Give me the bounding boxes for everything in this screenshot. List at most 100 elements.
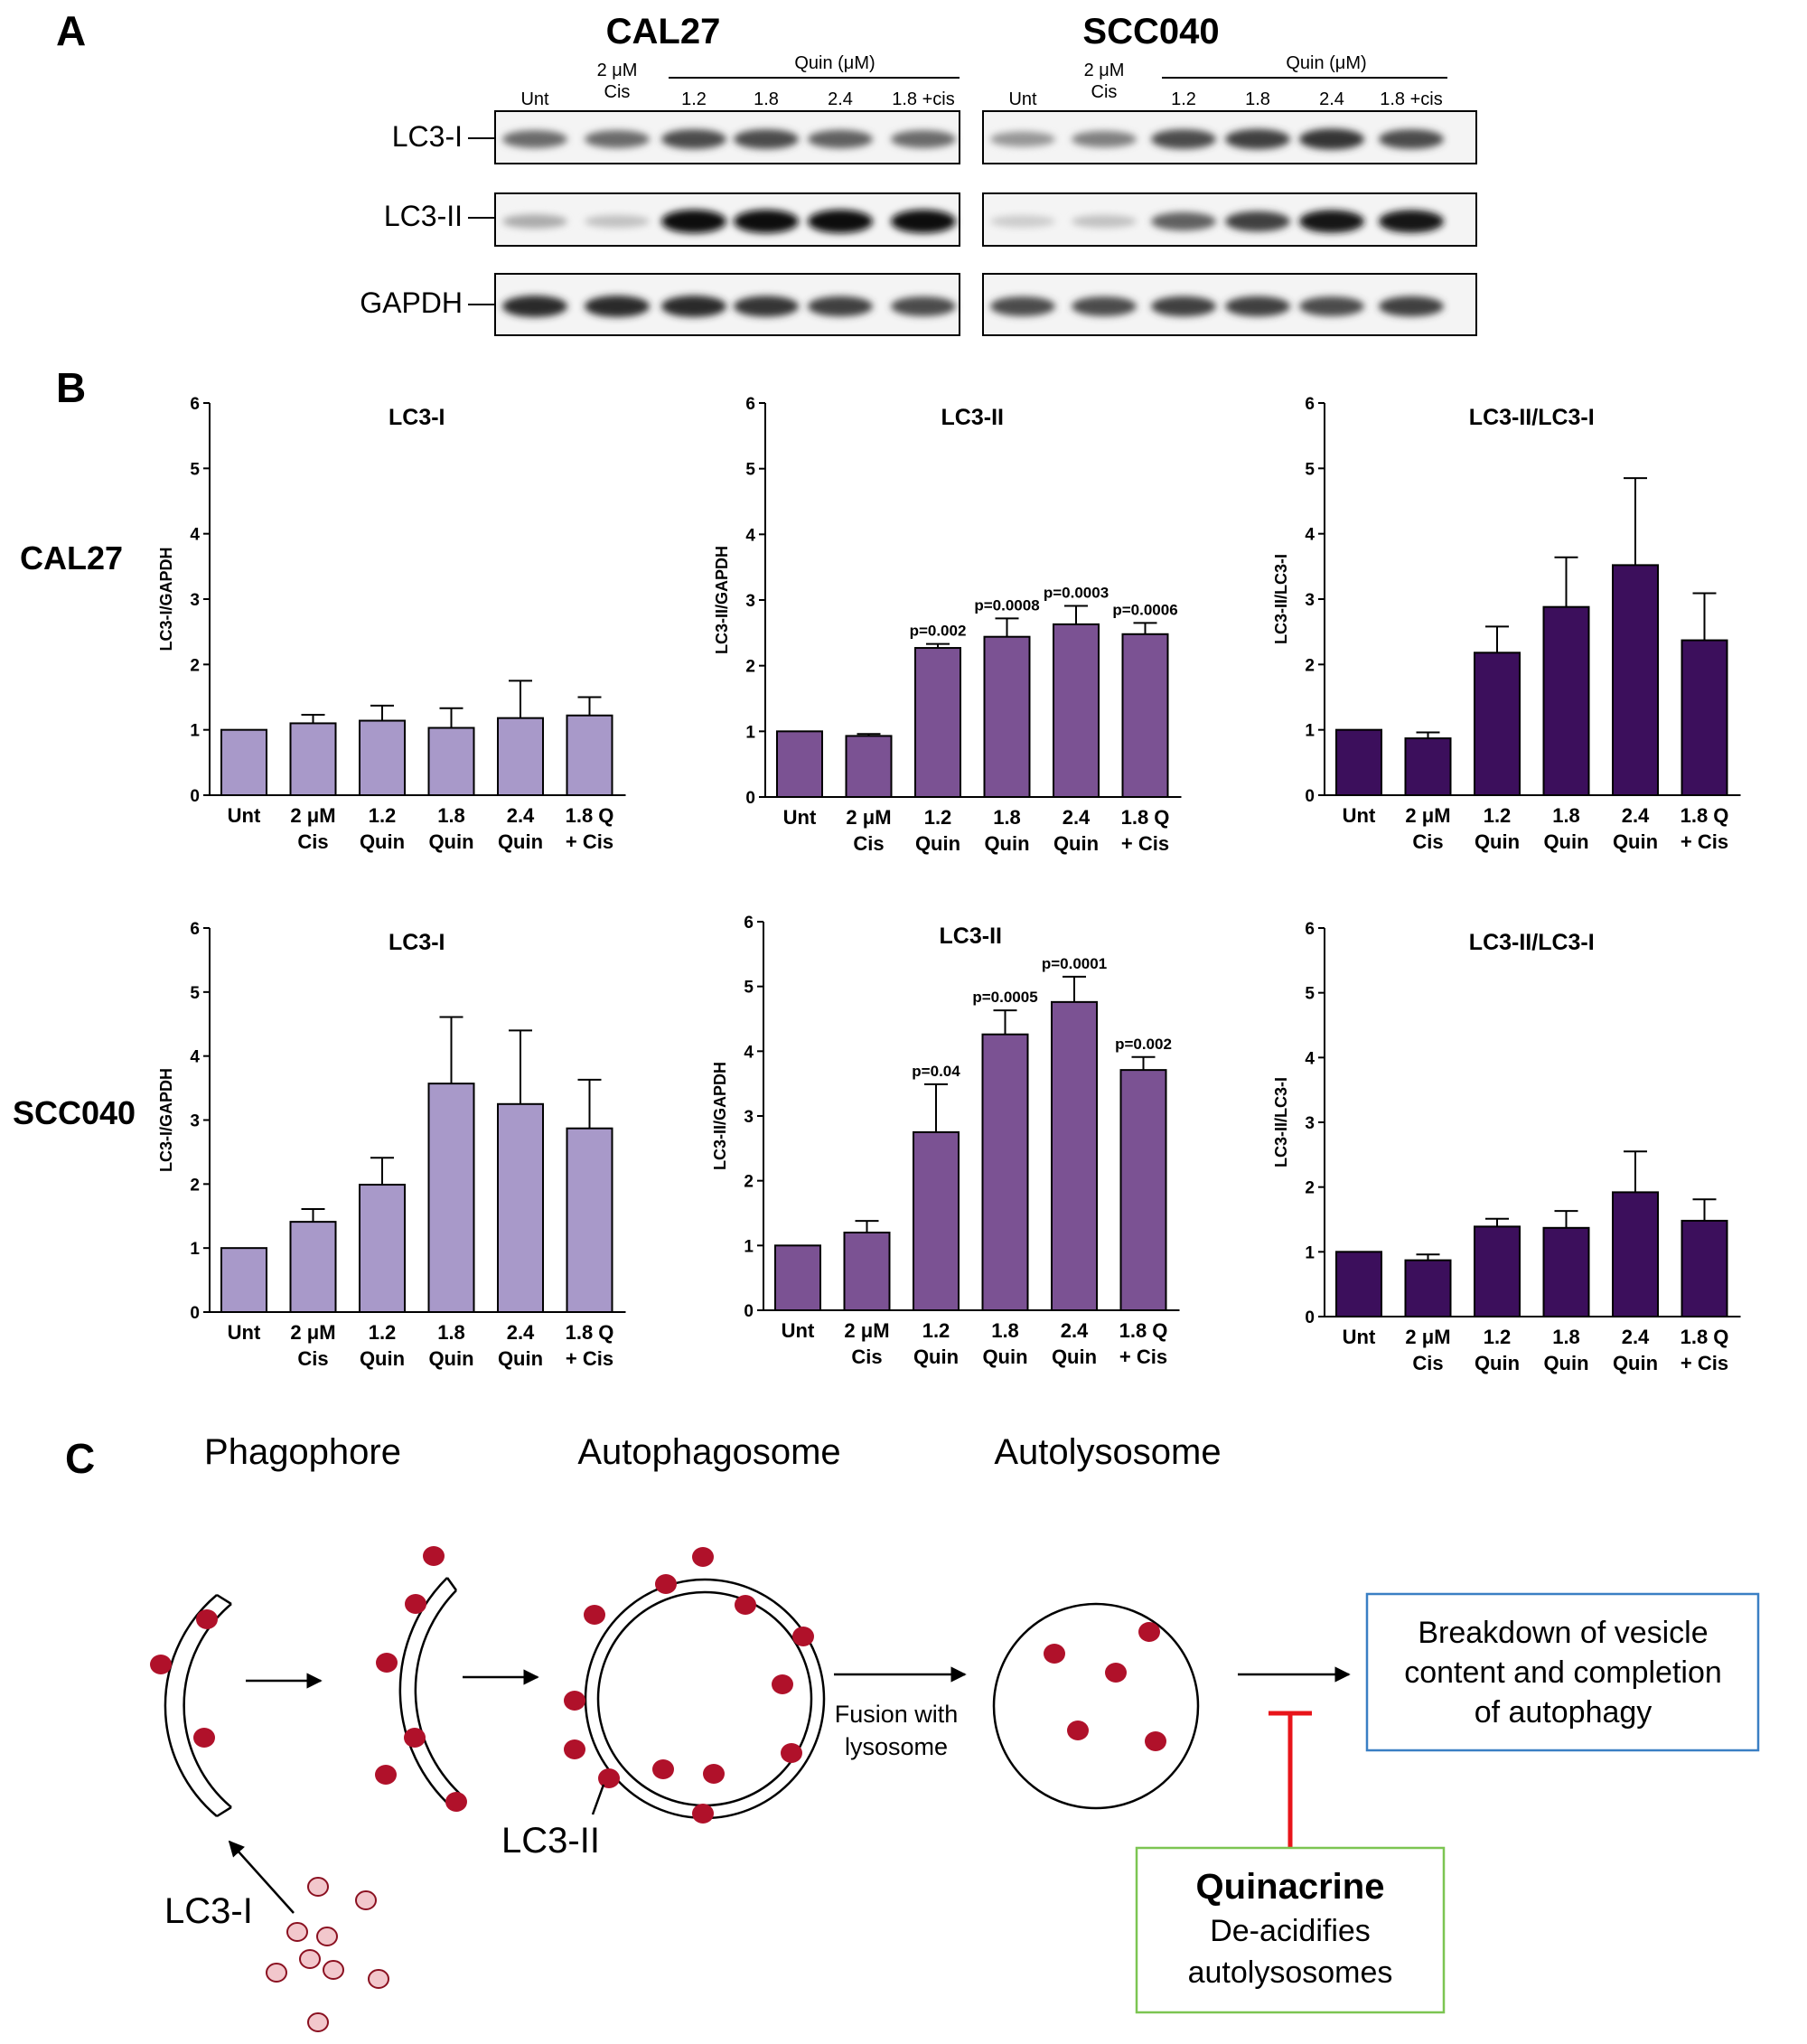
bar <box>1335 1251 1382 1318</box>
y-tick-label: 1 <box>745 723 755 742</box>
lc3ii-dot <box>375 1765 397 1785</box>
quinacrine-line1: De-acidifies <box>1210 1914 1371 1948</box>
y-tick-label: 0 <box>1305 787 1315 806</box>
category-label: 1.8 Q <box>566 804 614 827</box>
lane-label-cis-bottom: Cis <box>1091 82 1118 102</box>
lc3-conversion-arrow <box>228 1840 295 1914</box>
category-label: 1.2 <box>1484 1326 1512 1348</box>
y-axis-label: LC3-II/LC3-I <box>1272 554 1290 644</box>
blot-band <box>661 129 726 149</box>
bar <box>1053 623 1100 798</box>
category-label: + Cis <box>566 830 613 853</box>
category-label: 1.8 <box>437 804 465 827</box>
blot-band <box>661 295 726 317</box>
autolysosome <box>992 1602 1200 1810</box>
lc3ii-dot <box>772 1674 793 1694</box>
y-tick-label: 2 <box>1305 656 1315 675</box>
lc3ii-dot <box>652 1759 674 1779</box>
lc3ii-dot <box>405 1594 426 1614</box>
panel-a: A CAL27 SCC040 Unt 2 μM Cis Quin (μM) 1.… <box>56 7 1477 336</box>
blot-band <box>891 130 956 148</box>
blot-band <box>1379 295 1444 317</box>
lc3ii-dot <box>376 1653 398 1673</box>
y-tick-label: 3 <box>190 1112 200 1131</box>
blot-band <box>1299 210 1364 233</box>
bar <box>1119 1069 1167 1312</box>
lc3i-dot <box>299 1949 321 1969</box>
y-tick-label: 2 <box>744 1173 754 1192</box>
category-label: 2 μM <box>290 1321 335 1344</box>
category-label: Cis <box>297 830 328 853</box>
bar <box>981 1033 1029 1311</box>
y-tick-label: 5 <box>1305 985 1315 1004</box>
lc3ii-dot <box>423 1546 445 1566</box>
p-value-label: p=0.0001 <box>1042 955 1107 972</box>
category-label: Quin <box>428 1347 473 1370</box>
category-label: 1.8 <box>437 1321 465 1344</box>
blot-band <box>891 296 956 316</box>
category-label: 2 μM <box>290 804 335 827</box>
row-label-cal27: CAL27 <box>20 539 123 577</box>
lc3ii-dot <box>792 1627 814 1646</box>
bar <box>220 728 267 797</box>
scc040-lane-headers: Unt 2 μM Cis Quin (μM) 1.2 1.8 2.4 1.8 +… <box>1008 53 1447 109</box>
category-label: 1.8 Q <box>1121 806 1170 829</box>
blot-band <box>1151 211 1216 231</box>
bar <box>566 1127 613 1314</box>
y-tick-label: 0 <box>190 787 200 806</box>
lc3ii-dot <box>1044 1644 1065 1664</box>
y-axis-label: LC3-I/GAPDH <box>157 1068 175 1172</box>
y-axis-label: LC3-II/LC3-I <box>1272 1077 1290 1167</box>
y-tick-label: 5 <box>744 979 754 998</box>
y-axis-label: LC3-I/GAPDH <box>157 547 175 651</box>
category-label: + Cis <box>1681 830 1728 853</box>
bar <box>289 722 337 797</box>
lc3ii-dot <box>193 1728 215 1748</box>
panel-c: C Phagophore Autophagosome Autolysosome … <box>65 1432 1760 2032</box>
lane-label-cis-top: 2 μM <box>597 61 638 80</box>
blot-band <box>808 129 873 149</box>
bar <box>220 1247 267 1313</box>
blot-strip-lc3ii <box>494 192 960 247</box>
bar <box>1612 1191 1659 1318</box>
y-tick-label: 1 <box>190 1240 200 1259</box>
blot-strip-lc3i <box>494 110 960 164</box>
y-tick-label: 2 <box>1305 1179 1315 1198</box>
y-tick-label: 3 <box>745 592 755 611</box>
lc3ii-dot <box>1067 1721 1089 1740</box>
blot-band <box>661 210 726 233</box>
cal27-lane-headers: Unt 2 μM Cis Quin (μM) 1.2 1.8 2.4 1.8 +… <box>520 53 960 109</box>
lc3i-dot <box>307 1877 329 1897</box>
bar <box>1474 1225 1521 1317</box>
category-label: Quin <box>360 830 405 853</box>
category-label: Quin <box>984 832 1029 855</box>
y-tick-label: 6 <box>1305 395 1315 414</box>
elongating-membrane-inner <box>414 1589 462 1796</box>
blot-band <box>734 295 799 317</box>
blot-band <box>585 295 650 317</box>
category-label: 1.8 <box>993 806 1021 829</box>
quin-label: Quin (μM) <box>794 53 875 73</box>
lc3ii-dot <box>196 1609 218 1629</box>
fusion-label-line1: Fusion with <box>835 1701 959 1728</box>
lane-label: Unt <box>1008 89 1037 109</box>
lc3i-dot <box>368 1969 389 1989</box>
blot-band <box>990 296 1055 316</box>
bar <box>1121 633 1169 799</box>
y-tick-label: 0 <box>1305 1308 1315 1327</box>
category-label: 1.2 <box>369 804 397 827</box>
category-label: Quin <box>1052 1345 1097 1368</box>
lc3ii-dot <box>692 1804 714 1824</box>
lane-label: 1.8 +cis <box>1380 89 1442 109</box>
lane-label-cis-top: 2 μM <box>1084 61 1125 80</box>
blot-band <box>1299 128 1364 150</box>
y-tick-label: 2 <box>745 658 755 677</box>
category-label: Unt <box>228 1321 261 1344</box>
blot-band <box>1151 295 1216 317</box>
bar <box>843 1232 891 1311</box>
lc3ii-dot <box>584 1605 605 1625</box>
bar <box>913 1130 960 1311</box>
lc3ii-dot <box>445 1792 467 1812</box>
lc3ii-dot <box>703 1764 725 1784</box>
y-tick-label: 1 <box>744 1237 754 1256</box>
